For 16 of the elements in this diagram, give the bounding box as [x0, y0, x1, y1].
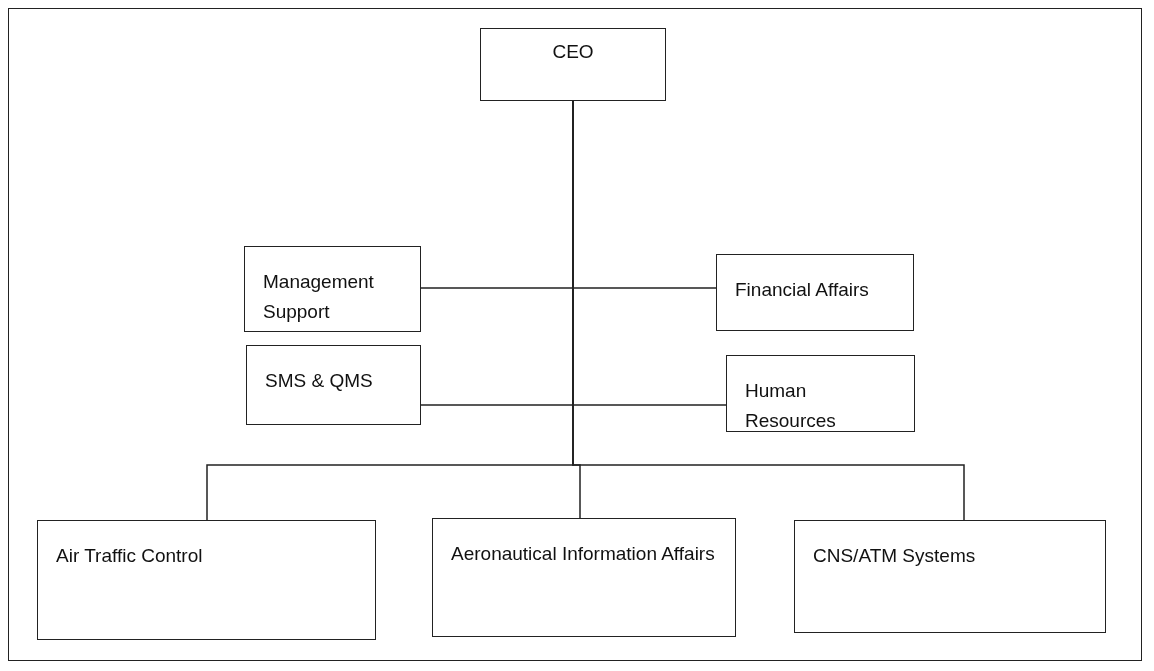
node-label: CNS/ATM Systems [813, 544, 976, 568]
org-box [37, 520, 376, 640]
org-box [244, 246, 421, 332]
org-box [716, 254, 914, 331]
node-label: CEO [552, 40, 594, 64]
node-label: SMS & QMS [265, 369, 373, 393]
node-label: Financial Affairs [735, 278, 869, 302]
org-box [794, 520, 1106, 633]
org-box [480, 28, 666, 101]
node-label: Aeronautical Information Affairs [451, 542, 715, 566]
org-box [246, 345, 421, 425]
node-label: Air Traffic Control [56, 544, 203, 568]
node-label: Management Support [263, 270, 375, 324]
org-box [726, 355, 915, 432]
node-label: Human Resources [745, 379, 837, 433]
org-box [432, 518, 736, 637]
